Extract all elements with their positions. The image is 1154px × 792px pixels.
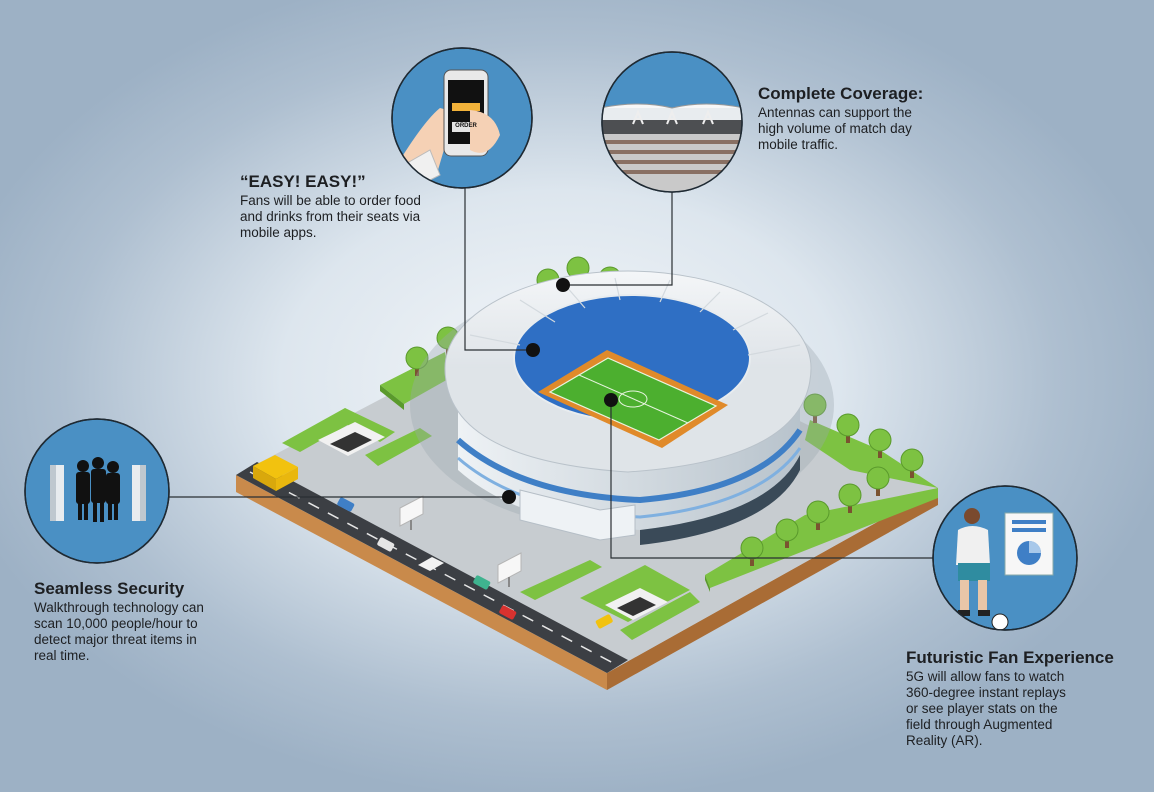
connector-dots — [502, 278, 618, 504]
security-icon — [24, 418, 170, 564]
tunnels — [318, 422, 668, 620]
tree-trunk — [876, 484, 880, 496]
tree-canopy — [775, 518, 799, 542]
callout-easy: “EASY! EASY!” Fans will be able to order… — [240, 172, 440, 241]
callout-fan-experience-title: Futuristic Fan Experience — [906, 648, 1114, 667]
tree-canopy — [740, 536, 764, 560]
callout-fan-experience-body: 5G will allow fans to watch 360-degree i… — [906, 669, 1066, 748]
tree-trunk — [813, 411, 817, 423]
tree-trunk — [415, 364, 419, 376]
callout-coverage-body: Antennas can support the high volume of … — [758, 105, 912, 152]
tree-trunk — [910, 466, 914, 478]
tree-trunk — [878, 446, 882, 458]
player-icon — [932, 485, 1078, 631]
callout-easy-body: Fans will be able to order food and drin… — [240, 193, 421, 240]
tree-trunk — [848, 501, 852, 513]
tree-canopy — [900, 448, 924, 472]
connector-lines — [169, 188, 933, 559]
callout-security: Seamless Security Walkthrough technology… — [34, 579, 216, 664]
callout-easy-title: “EASY! EASY!” — [240, 172, 366, 191]
tree-trunk — [816, 518, 820, 530]
tree-trunk — [785, 536, 789, 548]
tree-canopy — [803, 393, 827, 417]
phone-icon — [391, 47, 533, 189]
stadium — [410, 270, 834, 545]
tree-canopy — [868, 428, 892, 452]
callout-security-title: Seamless Security — [34, 579, 185, 598]
vehicles — [253, 455, 613, 629]
antenna-icon — [601, 51, 743, 193]
tree-trunk — [750, 554, 754, 566]
order-label: ORDER — [455, 123, 477, 129]
tree-trunk — [846, 431, 850, 443]
tree-canopy — [405, 346, 429, 370]
grass-areas — [282, 352, 938, 640]
callout-security-body: Walkthrough technology can scan 10,000 p… — [34, 600, 204, 663]
tree-canopy — [866, 466, 890, 490]
callout-coverage: Complete Coverage: Antennas can support … — [758, 84, 938, 153]
tree-canopy — [838, 483, 862, 507]
tree-canopy — [836, 413, 860, 437]
tree-canopy — [806, 500, 830, 524]
billboards — [399, 495, 522, 587]
callout-fan-experience: Futuristic Fan Experience 5G will allow … — [906, 648, 1141, 749]
callout-coverage-title: Complete Coverage: — [758, 84, 924, 103]
